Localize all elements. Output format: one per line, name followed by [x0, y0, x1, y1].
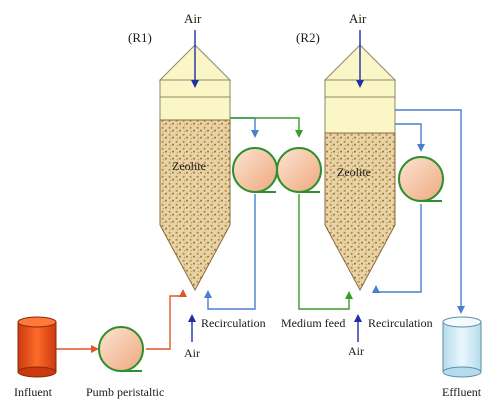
effluent-tank — [442, 316, 482, 378]
pump-label: Pumb peristaltic — [86, 385, 164, 399]
influent-tank — [17, 316, 57, 378]
reactor-r2 — [323, 44, 397, 292]
zeolite-label-r2: Zeolite — [337, 165, 371, 179]
air-label-bottom-r1: Air — [184, 346, 200, 360]
peristaltic-pump-icon — [98, 326, 144, 372]
zeolite-label-r1: Zeolite — [172, 159, 206, 173]
pump-to-r1-line — [146, 289, 187, 350]
r2-zeolite-bed — [324, 132, 396, 292]
pump-icon — [398, 156, 444, 202]
pump-icon — [276, 147, 322, 193]
air-label-bottom-r2: Air — [348, 344, 364, 358]
r1-recirculation-return — [204, 194, 256, 310]
recirculation-label-r1: Recirculation — [201, 316, 266, 330]
air-label-top-r2: Air — [349, 11, 367, 26]
r2-recirculation-return — [372, 204, 422, 293]
influent-label: Influent — [14, 385, 53, 399]
r2-recirculation-line — [395, 123, 425, 152]
r1-recirculation-line — [230, 117, 259, 138]
recirculation-label-r2: Recirculation — [368, 316, 433, 330]
r2-head — [324, 96, 396, 134]
air-label-top-r1: Air — [184, 11, 202, 26]
effluent-line — [395, 109, 465, 314]
reactor-label-r1: (R1) — [128, 30, 152, 45]
medium-feed-line-top — [230, 117, 303, 138]
medium-feed-line-bottom — [298, 194, 353, 310]
r1-head — [159, 96, 231, 121]
reactor-label-r2: (R2) — [296, 30, 320, 45]
r1-zeolite-bed — [159, 119, 231, 292]
medium-feed-label: Medium feed — [281, 316, 345, 330]
effluent-label: Effluent — [442, 385, 482, 399]
pump-icon — [232, 147, 278, 193]
reactor-r1 — [158, 44, 232, 292]
